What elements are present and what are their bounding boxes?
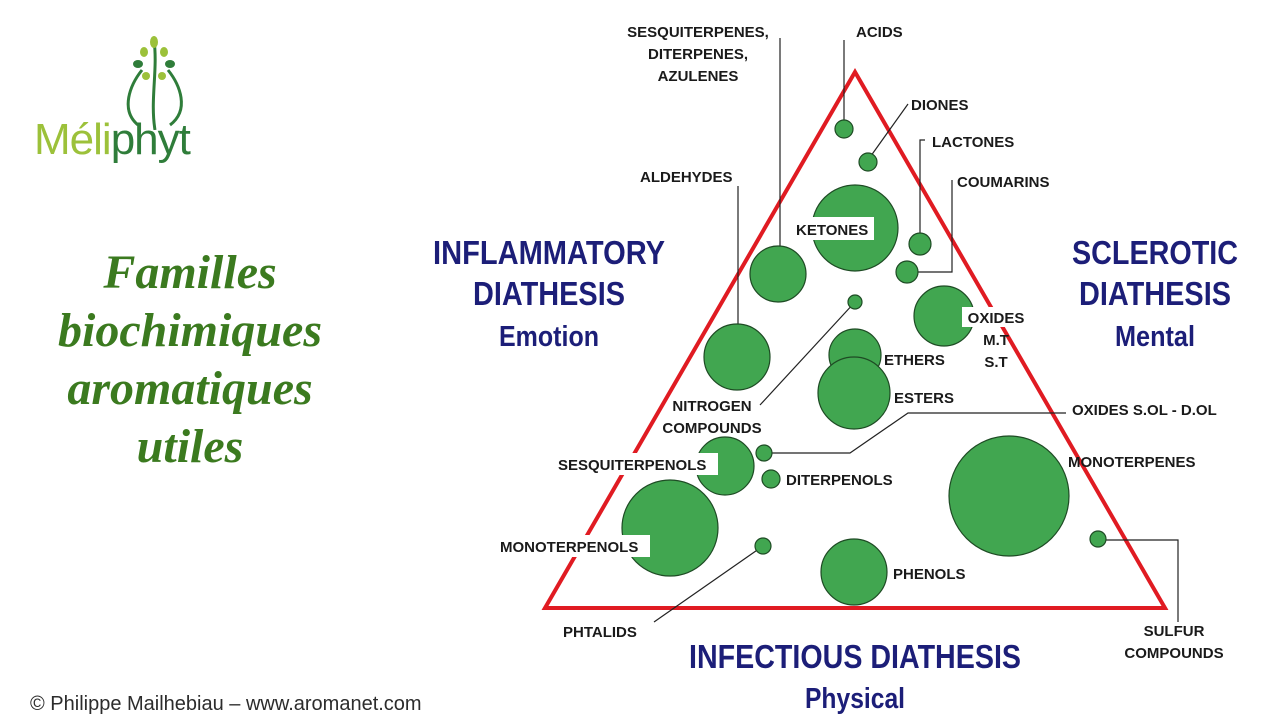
label-azulenes: AZULENES xyxy=(658,68,739,85)
diathesis-triangle xyxy=(541,68,1169,610)
label-oxides-sol-dol: OXIDES S.OL - D.OL xyxy=(1072,402,1217,419)
sclerotic-subtitle: DIATHESIS xyxy=(1079,275,1231,312)
label-nitrogen: NITROGEN xyxy=(672,398,751,415)
lactones-circle xyxy=(908,232,932,256)
infectious-physical: Physical xyxy=(805,683,905,715)
label-monoterpenols: MONOTERPENOLS xyxy=(500,539,638,556)
diones-circle xyxy=(858,152,878,172)
inflammatory-subtitle: DIATHESIS xyxy=(473,275,625,312)
label-phtalids: PHTALIDS xyxy=(563,624,637,641)
acids-circle xyxy=(834,119,854,139)
coumarins-circle xyxy=(895,260,919,284)
label-oxides-mt: M.T xyxy=(983,332,1009,349)
label-sulfur: SULFUR xyxy=(1144,623,1205,640)
phtalids-circle xyxy=(754,537,772,555)
inflammatory-emotion: Emotion xyxy=(499,321,599,353)
monoterpenols-circle xyxy=(621,479,719,577)
title-line: aromatiques xyxy=(67,362,313,415)
aldehydes-circle xyxy=(703,323,771,391)
sclerotic-mental: Mental xyxy=(1115,321,1195,353)
compound-labels: SESQUITERPENES, DITERPENES, AZULENES ACI… xyxy=(500,24,1224,662)
title-line: biochimiques xyxy=(57,304,323,357)
label-sulfur-compounds: COMPOUNDS xyxy=(1124,645,1223,662)
title-line: utiles xyxy=(136,420,244,473)
infectious-title: INFECTIOUS DIATHESIS xyxy=(689,638,1021,675)
label-diterpenols: DITERPENOLS xyxy=(786,472,893,489)
label-acids: ACIDS xyxy=(856,24,903,41)
label-oxides-st: S.T xyxy=(984,354,1007,371)
nitrogen-compounds-circle xyxy=(847,294,863,310)
monoterpenes-circle xyxy=(948,435,1070,557)
plant-icon xyxy=(126,36,183,130)
label-nitrogen-compounds: COMPOUNDS xyxy=(662,420,761,437)
sulfur-compounds-circle xyxy=(1089,530,1107,548)
copyright-text: © Philippe Mailhebiau – www.aromanet.com xyxy=(30,693,422,715)
title-line: Familles xyxy=(103,246,277,299)
inflammatory-title: INFLAMMATORY xyxy=(433,234,665,271)
sclerotic-title: SCLEROTIC xyxy=(1072,234,1238,271)
label-coumarins: COUMARINS xyxy=(957,174,1050,191)
label-ketones: KETONES xyxy=(796,222,868,239)
diathesis-titles: INFLAMMATORY DIATHESIS Emotion SCLEROTIC… xyxy=(433,234,1238,715)
label-lactones: LACTONES xyxy=(932,134,1014,151)
logo-text-meli: Méli xyxy=(34,115,112,164)
label-sesquiterpenols: SESQUITERPENOLS xyxy=(558,457,706,474)
label-aldehydes: ALDEHYDES xyxy=(640,169,733,186)
label-phenols: PHENOLS xyxy=(893,566,966,583)
label-diones: DIONES xyxy=(911,97,969,114)
oxides-sol-dol-circle xyxy=(755,444,773,462)
diterpenols-circle xyxy=(761,469,781,489)
label-esters: ESTERS xyxy=(894,390,954,407)
meliphyt-logo: Méliphyt xyxy=(30,30,210,170)
label-ethers: ETHERS xyxy=(884,352,945,369)
label-diterpenes: DITERPENES, xyxy=(648,46,748,63)
compound-circles xyxy=(621,119,1107,606)
page-title: Familles biochimiques aromatiques utiles xyxy=(0,244,380,476)
sesquiterpenes-circle xyxy=(749,245,807,303)
label-oxides: OXIDES xyxy=(968,310,1025,327)
label-monoterpenes: MONOTERPENES xyxy=(1068,454,1196,471)
phenols-circle xyxy=(820,538,888,606)
label-sesquiterpenes: SESQUITERPENES, xyxy=(627,24,769,41)
leader-lines xyxy=(653,38,1179,623)
esters-circle xyxy=(817,356,891,430)
logo-text-phyt: phyt xyxy=(110,115,191,164)
